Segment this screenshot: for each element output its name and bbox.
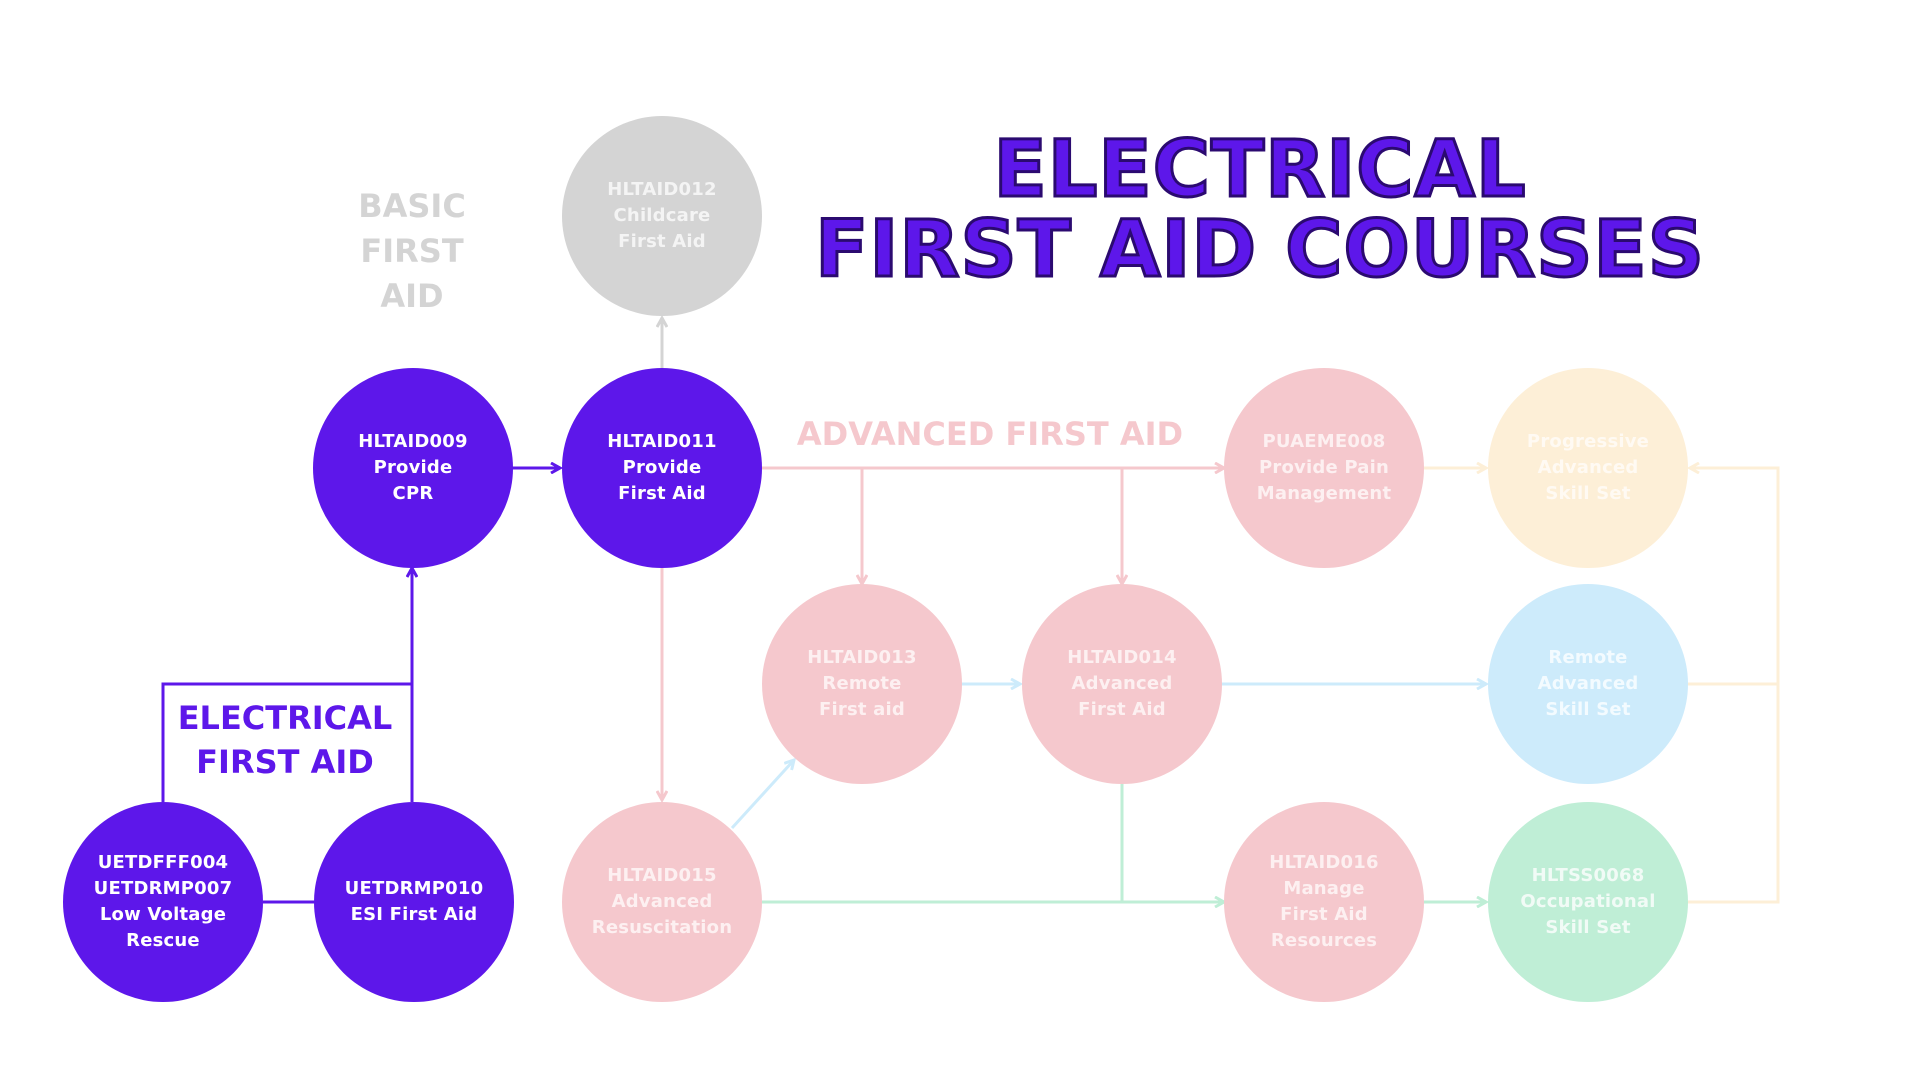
node-hltaid015[interactable]: HLTAID015 Advanced Resuscitation xyxy=(562,802,762,1002)
basic-first-aid-label: BASIC FIRST AID xyxy=(358,187,466,315)
node-uetdrmp010-label: UETDRMP010 ESI First Aid xyxy=(344,878,484,925)
node-hltaid011[interactable]: HLTAID011 Provide First Aid xyxy=(562,368,762,568)
node-hltaid014[interactable]: HLTAID014 Advanced First Aid xyxy=(1022,584,1222,784)
node-uetdfff004-label: UETDFFF004 UETDRMP007 Low Voltage Rescue xyxy=(93,852,233,951)
node-remote-advanced[interactable]: Remote Advanced Skill Set xyxy=(1488,584,1688,784)
title-line-1: ELECTRICAL xyxy=(992,125,1527,215)
node-puaeme008-label: PUAEME008 Provide Pain Management xyxy=(1256,431,1392,504)
node-hltaid014-label: HLTAID014 Advanced First Aid xyxy=(1067,647,1177,720)
node-hltaid015-label: HLTAID015 Advanced Resuscitation xyxy=(591,865,733,938)
node-progressive-advanced-label: Progressive Advanced Skill Set xyxy=(1526,431,1650,504)
node-hltaid009-label: HLTAID009 Provide CPR xyxy=(358,431,468,504)
node-hltaid013-label: HLTAID013 Remote First aid xyxy=(807,647,917,720)
title-line-2: FIRST AID COURSES xyxy=(814,205,1706,295)
node-hltss0068-label: HLTSS0068 Occupational Skill Set xyxy=(1520,865,1656,938)
node-progressive-advanced[interactable]: Progressive Advanced Skill Set xyxy=(1488,368,1688,568)
node-remote-advanced-label: Remote Advanced Skill Set xyxy=(1537,647,1639,720)
node-puaeme008[interactable]: PUAEME008 Provide Pain Management xyxy=(1224,368,1424,568)
node-hltaid013[interactable]: HLTAID013 Remote First aid xyxy=(762,584,962,784)
node-hltaid011-label: HLTAID011 Provide First Aid xyxy=(607,431,717,504)
node-hltaid012[interactable]: HLTAID012 Childcare First Aid xyxy=(562,116,762,316)
node-hltaid016[interactable]: HLTAID016 Manage First Aid Resources xyxy=(1224,802,1424,1002)
node-hltaid016-label: HLTAID016 Manage First Aid Resources xyxy=(1269,852,1379,951)
node-uetdfff004[interactable]: UETDFFF004 UETDRMP007 Low Voltage Rescue xyxy=(63,802,263,1002)
node-hltss0068[interactable]: HLTSS0068 Occupational Skill Set xyxy=(1488,802,1688,1002)
electrical-first-aid-label: ELECTRICAL FIRST AID xyxy=(177,699,393,781)
edge-uetdfff004-bracket xyxy=(161,682,412,802)
node-hltaid012-label: HLTAID012 Childcare First Aid xyxy=(607,179,717,252)
node-hltaid009[interactable]: HLTAID009 Provide CPR xyxy=(313,368,513,568)
node-uetdrmp010[interactable]: UETDRMP010 ESI First Aid xyxy=(314,802,514,1002)
advanced-first-aid-label: ADVANCED FIRST AID xyxy=(796,415,1184,453)
page-title: ELECTRICAL FIRST AID COURSES xyxy=(760,125,1760,295)
edge-hltaid015-hltaid013 xyxy=(730,760,794,830)
